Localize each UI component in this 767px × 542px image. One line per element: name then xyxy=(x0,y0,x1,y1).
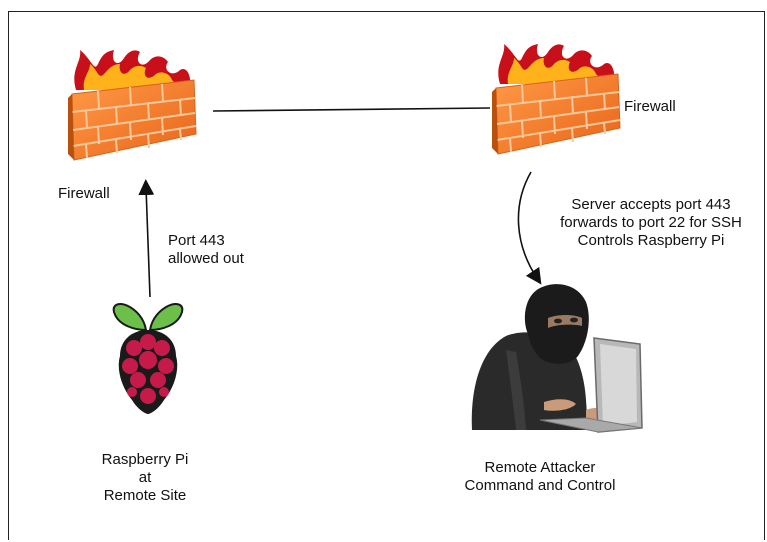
firewall-left-label: Firewall xyxy=(58,185,110,202)
pi-label-line-1: Raspberry Pi xyxy=(101,451,189,468)
port-note-line-2: allowed out xyxy=(168,250,244,267)
port-note: Port 443 allowed out xyxy=(168,232,244,268)
remote-attacker-icon xyxy=(471,284,643,433)
server-note-line-3: Controls Raspberry Pi xyxy=(577,232,725,249)
attacker-label-line-2: Command and Control xyxy=(464,477,616,494)
server-note: Server accepts port 443 forwards to port… xyxy=(546,196,756,250)
attacker-label: Remote Attacker Command and Control xyxy=(430,459,650,495)
port-note-line-1: Port 443 xyxy=(168,232,225,249)
pi-to-firewall-arrow xyxy=(138,179,155,298)
pi-label: Raspberry Pi at Remote Site xyxy=(70,451,220,505)
server-note-line-2: forwards to port 22 for SSH xyxy=(560,214,742,231)
firewall-right-icon xyxy=(492,44,621,155)
pi-label-line-2: at xyxy=(138,469,152,486)
pi-label-line-3: Remote Site xyxy=(103,487,187,504)
firewall-left-icon xyxy=(68,50,197,161)
server-note-line-1: Server accepts port 443 xyxy=(571,196,731,213)
attacker-label-line-1: Remote Attacker xyxy=(484,459,596,476)
diagram-frame xyxy=(8,11,765,540)
firewall-to-attacker-arrow xyxy=(517,171,542,285)
raspberry-pi-icon xyxy=(112,303,184,414)
firewall-right-label: Firewall xyxy=(624,98,676,115)
firewall-link-line xyxy=(212,107,491,112)
